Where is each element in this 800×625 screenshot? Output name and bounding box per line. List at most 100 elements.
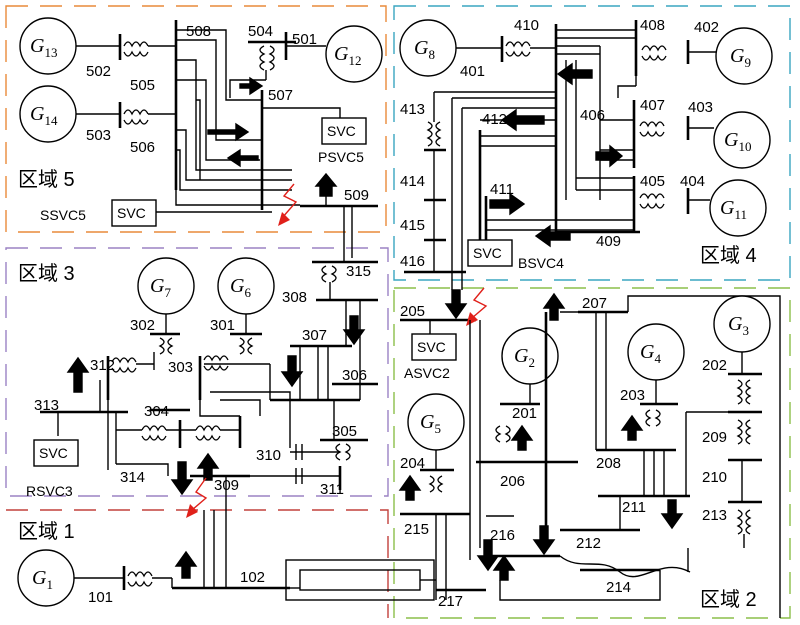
svc-psvc5-box-label: SVC [327,123,356,139]
bus-302-label: 302 [130,317,155,334]
bus-205-label: 205 [400,303,425,320]
bus-503-label: 503 [86,127,111,144]
bus-401-label: 401 [460,63,485,80]
generator-g11-label: G11 [720,197,747,222]
bus-501-label: 501 [292,31,317,48]
bus-202-label: 202 [702,357,727,374]
svc-bsvc4-name: BSVC4 [518,255,564,271]
bus-405-label: 405 [640,173,665,190]
generator-g4-label: G4 [640,341,661,366]
bus-414-label: 414 [400,173,425,190]
svc-psvc5-box [321,117,367,145]
bus-208-label: 208 [596,455,621,472]
bus-416-label: 416 [400,253,425,270]
generator-g6-label: G6 [230,275,251,300]
generator-g9-circle [715,27,773,85]
svc-psvc5-name: PSVC5 [318,149,364,165]
generator-g10-circle [713,111,771,169]
bus-210-label: 210 [702,469,727,486]
bus-415-label: 415 [400,217,425,234]
bus-201-label: 201 [512,405,537,422]
bus-314-label: 314 [120,469,145,486]
bus-212-label: 212 [576,535,601,552]
generator-g10-label: G10 [724,129,751,154]
bus-301-label: 301 [210,317,235,334]
bus-505-label: 505 [130,77,155,94]
area-5-label: 区域 5 [18,168,75,191]
area-5-boundary [5,5,387,233]
bus-206-label: 206 [500,473,525,490]
area-4-label: 区域 4 [700,244,757,267]
area-2-boundary [393,287,791,619]
area-5-network: G13 502 G14 503 505 506 508 504 [19,17,383,262]
generator-g2-label: G2 [514,345,535,370]
svc-ssvc5-box-label: SVC [117,205,146,221]
bus-213-label: 213 [702,507,727,524]
bus-211-label: 211 [622,499,646,516]
bus-315-label: 315 [346,263,371,280]
bus-214-label: 214 [606,579,631,596]
bus-502-label: 502 [86,63,111,80]
svc-rsvc3-box [33,439,79,467]
bus-410-label: 410 [514,17,539,34]
generator-g5-label: G5 [420,411,441,436]
area-1-boundary [6,509,389,618]
area-3-label: 区域 3 [18,262,75,285]
area-4-network: G8 401 410 408 402 G9 407 406 403 G10 [399,17,773,290]
bus-407-label: 407 [640,97,665,114]
bus-215-label: 215 [404,521,429,538]
generator-g14-label: G14 [30,103,58,128]
bus-310-label: 310 [256,447,281,464]
bus-508-label: 508 [186,23,211,40]
area-4-boundary [393,5,791,281]
bus-217-label: 217 [438,593,463,610]
generator-g8-label: G8 [414,37,435,62]
svc-rsvc3-name: RSVC3 [26,483,73,499]
svc-bsvc4-box-label: SVC [473,245,502,261]
svc-asvc2-name: ASVC2 [404,365,450,381]
bus-306-label: 306 [342,367,367,384]
bus-311-label: 311 [320,481,344,498]
bus-307-label: 307 [302,327,327,344]
hvdc-link-inner [299,569,421,591]
bus-209-label: 209 [702,429,727,446]
bus-404-label: 404 [680,173,705,190]
svc-asvc2-box [411,333,457,361]
area-1-network: G1 101 102 [17,476,436,607]
generator-g11-circle [709,179,767,237]
svc-ssvc5-box [111,199,157,227]
area-2-label: 区域 2 [700,588,757,611]
bus-509-label: 509 [344,187,369,204]
bus-406-label: 406 [580,107,605,124]
bus-101-label: 101 [88,589,113,606]
bus-313-label: 313 [34,397,59,414]
generator-g7-label: G7 [150,275,171,300]
bus-304-label: 304 [144,403,169,420]
bus-408-label: 408 [640,17,665,34]
generator-g13-label: G13 [30,35,57,60]
bus-203-label: 203 [620,387,645,404]
area-3-network: G7 G6 302 301 312 303 313 SVC RSVC3 304 [26,257,378,518]
bus-312-label: 312 [90,357,115,374]
area-3-boundary [5,247,389,497]
bus-305-label: 305 [332,423,357,440]
svc-rsvc3-box-label: SVC [39,445,68,461]
bus-409-label: 409 [596,233,621,250]
bus-303-label: 303 [168,359,193,376]
generator-g3-label: G3 [728,313,749,338]
svc-ssvc5-name: SSVC5 [40,207,86,223]
bus-413-label: 413 [400,101,425,118]
bus-216-label: 216 [490,527,515,544]
bus-402-label: 402 [694,19,719,36]
bus-506-label: 506 [130,139,155,156]
area-boundaries [5,5,791,619]
generator-g9-label: G9 [730,45,751,70]
bus-102-label: 102 [240,569,265,586]
generator-g12-circle [325,25,383,83]
area-1-label: 区域 1 [18,520,75,543]
hvdc-link-outer [285,559,435,601]
bus-504-label: 504 [248,23,273,40]
svc-bsvc4-box [467,239,513,267]
bus-507-label: 507 [268,87,293,104]
